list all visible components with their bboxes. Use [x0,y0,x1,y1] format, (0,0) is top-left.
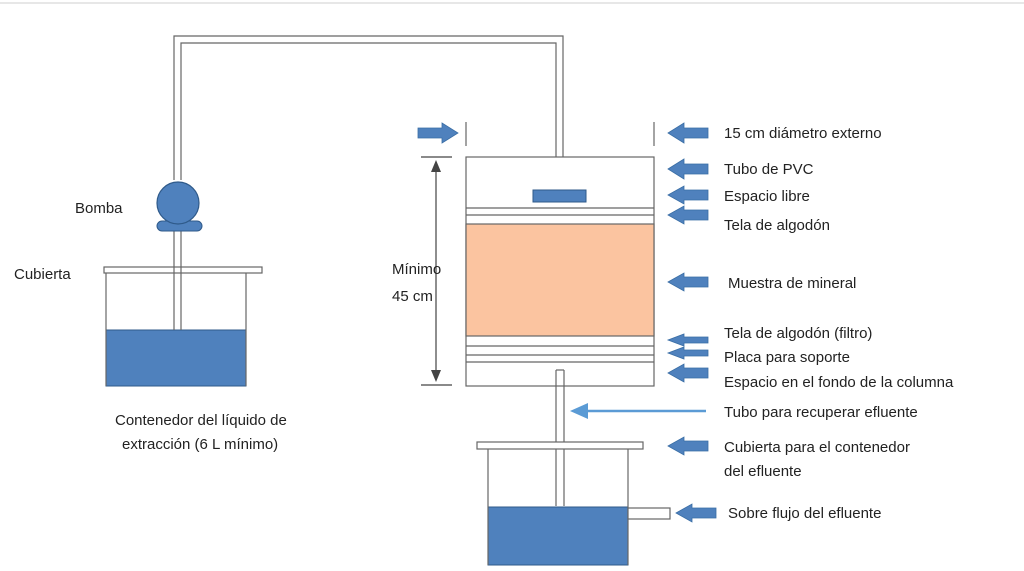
height-dimension [421,156,452,386]
pump-pipe [173,35,564,188]
arrow-sobre-flujo [675,503,717,523]
effluent-cover [476,441,644,450]
distributor-plate [532,189,587,203]
pump-body [156,181,200,225]
label-tela-filtro: Tela de algodón (filtro) [724,325,872,342]
label-cubierta: Cubierta [14,266,71,283]
pump [156,181,203,232]
label-sobre-flujo: Sobre flujo del efluente [728,505,881,522]
label-contenedor-1: Contenedor del líquido de [115,412,287,429]
label-tela-algodon: Tela de algodón [724,217,830,234]
arrow-placa [666,346,709,360]
label-espacio-fondo: Espacio en el fondo de la columna [724,374,954,391]
arrow-tubo-pvc [667,158,709,180]
arrow-diametro [667,122,709,144]
arrow-tela-filtro [666,333,709,347]
label-contenedor-2: extracción (6 L mínimo) [122,436,278,453]
label-tubo-recuperar: Tubo para recuperar efluente [724,404,918,421]
label-bomba: Bomba [75,200,123,217]
effluent-pipe [555,369,565,506]
label-minimo-2: 45 cm [392,288,433,305]
label-minimo-1: Mínimo [392,261,441,278]
label-tubo-pvc: Tubo de PVC [724,161,814,178]
arrow-diameter-left [417,122,459,144]
label-espacio-libre: Espacio libre [724,188,810,205]
container-cover [103,266,263,274]
overflow-outlet [627,507,671,520]
effluent-liquid [487,506,629,566]
arrow-cubierta-efluente [667,436,709,456]
extraction-liquid [105,329,247,387]
column [465,122,655,387]
arrow-espacio-fondo [667,363,709,383]
label-diametro: 15 cm diámetro externo [724,125,882,142]
label-muestra: Muestra de mineral [728,275,856,292]
label-cubierta-efluente-2: del efluente [724,463,802,480]
arrow-espacio-libre [667,185,709,205]
effluent-container [476,441,671,566]
arrow-tubo-recuperar [570,403,706,419]
arrow-muestra [667,272,709,292]
arrows [417,122,717,523]
extraction-container [103,222,263,387]
mineral-sample [465,223,655,337]
arrow-tela-algodon [667,205,709,225]
label-placa: Placa para soporte [724,349,850,366]
label-cubierta-efluente-1: Cubierta para el contenedor [724,439,910,456]
